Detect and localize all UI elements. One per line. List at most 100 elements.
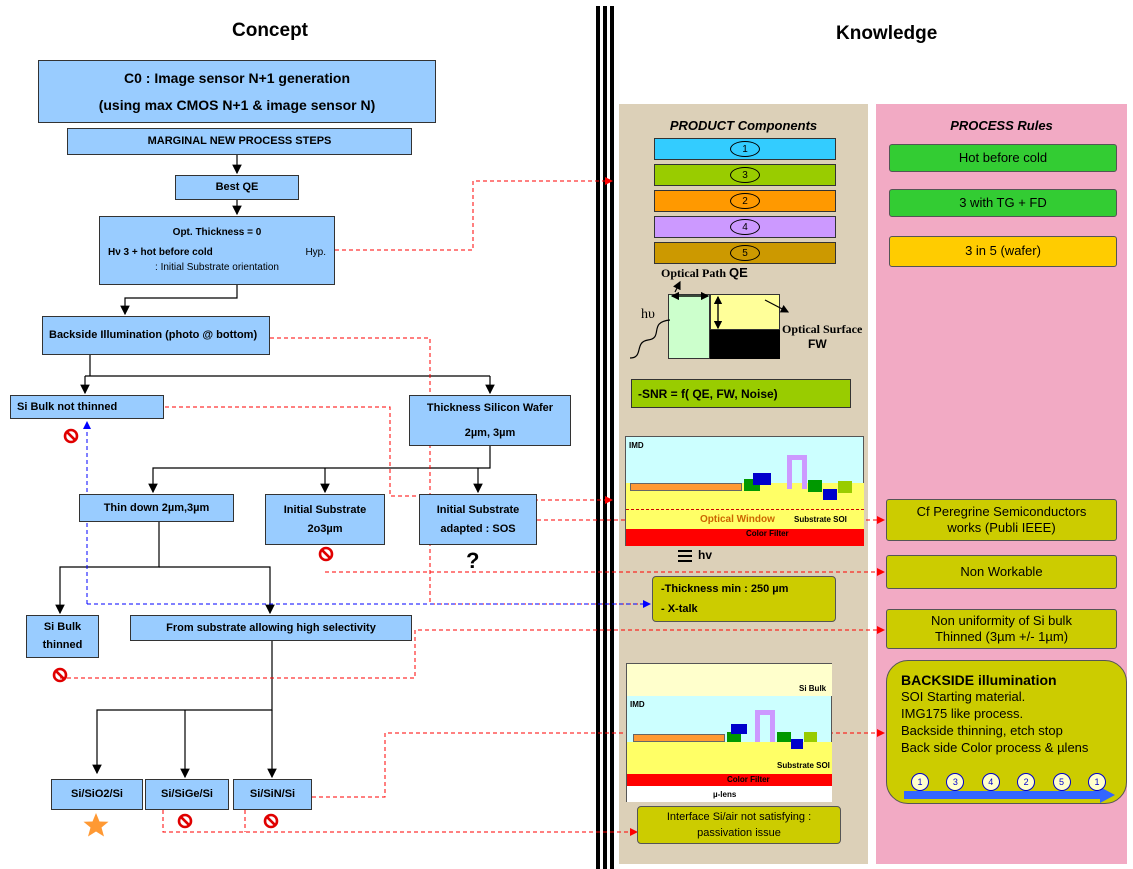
thickness-min-text: -Thickness min : 250 µm [661, 583, 789, 595]
initial-sos-line2: adapted : SOS [440, 522, 516, 535]
cs2-imd-label: IMD [630, 700, 645, 709]
cs2-mu-lens-label: µ-lens [713, 790, 737, 799]
opt-hyp: Hyp. [305, 246, 326, 258]
sequence-step: 1 [911, 773, 929, 791]
optical-path-text: Optical Path [661, 266, 726, 280]
si-bulk-not-thinned-box: Si Bulk not thinned [10, 395, 164, 419]
c0-title: C0 : Image sensor N+1 generation [123, 69, 351, 86]
prohibited-icon [263, 813, 279, 829]
peregrine-line2: works (Publi IEEE) [947, 520, 1056, 535]
interface-line1: Interface Si/air not satisfying : [666, 810, 812, 823]
opt-line3: : Initial Substrate orientation [155, 262, 279, 274]
prohibited-icon [177, 813, 193, 829]
si-sin-box: Si/SiN/Si [233, 779, 312, 810]
concept-header: Concept [232, 20, 308, 41]
sequence-step: 4 [981, 773, 1000, 791]
cs2-si-bulk: Si Bulk [627, 664, 832, 696]
prohibited-icon [52, 667, 68, 683]
opt-line1: Opt. Thickness = 0 [172, 227, 262, 239]
x-talk-text: - X-talk [661, 603, 698, 615]
bsi-title: BACKSIDE illumination [901, 672, 1057, 688]
divider-line [603, 6, 607, 869]
si-bulk-thinned-line1: Si Bulk [43, 621, 82, 634]
marginal-box: MARGINAL NEW PROCESS STEPS [67, 128, 412, 155]
layer-4: 4 [654, 216, 836, 238]
c0-box: C0 : Image sensor N+1 generation (using … [38, 60, 436, 123]
peregrine-line1: Cf Peregrine Semiconductors [916, 503, 1087, 519]
cs2-substrate-label: Substrate SOI [777, 761, 830, 770]
divider-line [596, 6, 600, 869]
cs2-mu-lens: µ-lens [627, 786, 832, 802]
cross-section-2: Si Bulk IMD Substrate SOI Color Filter µ… [626, 663, 832, 802]
backside-box: Backside Illumination (photo @ bottom) [42, 316, 270, 355]
fw-region [710, 330, 780, 359]
bsi-line: IMG175 like process. [901, 706, 1024, 722]
cs2-electrode [633, 734, 725, 742]
backside-summary-box: BACKSIDE illumination SOI Starting mater… [886, 660, 1127, 804]
thickness-line2: 2µm, 3µm [464, 426, 516, 439]
optical-path-label: Optical Path QE [661, 265, 748, 281]
knowledge-header: Knowledge [836, 23, 938, 44]
cs1-contact [753, 473, 771, 485]
sequence-step: 5 [1052, 773, 1071, 791]
optical-arrows [629, 280, 790, 359]
prohibited-icon [318, 546, 334, 562]
sequence-row: 1 3 4 2 5 1 [911, 773, 1106, 791]
layer-2: 2 [654, 190, 836, 212]
photo-region [668, 294, 710, 359]
cs2-gate [727, 732, 741, 742]
sequence-step: 2 [1017, 773, 1036, 791]
layer-stack: 1 3 2 4 5 [654, 138, 836, 264]
si-sio2-box: Si/SiO2/Si [51, 779, 143, 810]
rule-tg-fd: 3 with TG + FD [889, 189, 1117, 217]
layer-number: 3 [730, 167, 760, 183]
cs1-optical-window-label: Optical Window [700, 514, 775, 525]
initial-2o3-line1: Initial Substrate [283, 503, 367, 516]
opt-line2: Hν 3 + hot before cold [108, 246, 213, 258]
product-title: PRODUCT Components [669, 118, 818, 133]
non-uniform-line1: Non uniformity of Si bulk [931, 612, 1072, 628]
question-mark: ? [466, 548, 480, 573]
initial-2o3-box: Initial Substrate 2o3µm [265, 494, 385, 545]
cs1-substrate-label: Substrate SOI [794, 515, 847, 524]
non-workable-box: Non Workable [886, 555, 1117, 589]
thickness-line1: Thickness Silicon Wafer [426, 401, 554, 414]
layer-number: 4 [730, 219, 760, 235]
si-bulk-thinned-line2: thinned [42, 639, 83, 651]
layer-number: 5 [730, 245, 760, 261]
layer-1: 1 [654, 138, 836, 160]
thickness-wafer-box: Thickness Silicon Wafer 2µm, 3µm [409, 395, 571, 446]
si-sige-box: Si/SiGe/Si [145, 779, 229, 810]
cs1-gate-2 [808, 480, 822, 492]
cs1-color-filter-label: Color Filter [746, 529, 789, 538]
from-substrate-box: From substrate allowing high selectivity [130, 615, 412, 641]
sequence-step: 3 [946, 773, 965, 791]
fw-label: FW [808, 337, 827, 351]
initial-2o3-line2: 2o3µm [307, 522, 343, 535]
cs2-color-filter: Color Filter [627, 774, 832, 786]
layer-3: 3 [654, 164, 836, 186]
layer-5: 5 [654, 242, 836, 264]
interface-line2: passivation issue [697, 827, 781, 839]
cs1-color-filter: Color Filter [626, 529, 864, 546]
cs2-gate-3 [804, 732, 817, 742]
initial-sos-line1: Initial Substrate [436, 503, 520, 516]
star-icon [83, 813, 109, 837]
optical-surface-label: Optical Surface [782, 322, 863, 336]
bsi-line: Backside thinning, etch stop [901, 722, 1063, 738]
rule-hot-before-cold: Hot before cold [889, 144, 1117, 172]
cs1-contact-2 [823, 489, 837, 500]
qe-text: QE [729, 265, 748, 280]
peregrine-box: Cf Peregrine Semiconductors works (Publi… [886, 499, 1117, 541]
prohibited-icon [63, 428, 79, 444]
cs2-gate-2 [777, 732, 791, 742]
hv-label: hυ [641, 307, 655, 322]
cs1-metal-bridge [787, 455, 807, 489]
cs1-electrode [630, 483, 742, 491]
c0-subtitle: (using max CMOS N+1 & image sensor N) [98, 96, 376, 113]
opt-thickness-box: Opt. Thickness = 0 Hν 3 + hot before col… [99, 216, 335, 285]
non-uniformity-box: Non uniformity of Si bulk Thinned (3µm +… [886, 609, 1117, 649]
cs1-hv-label: hv [698, 548, 713, 562]
cross-section-1: IMD Optical Window Substrate SOI Color F… [625, 436, 864, 546]
bsi-line: Back side Color process & µlens [901, 739, 1089, 755]
